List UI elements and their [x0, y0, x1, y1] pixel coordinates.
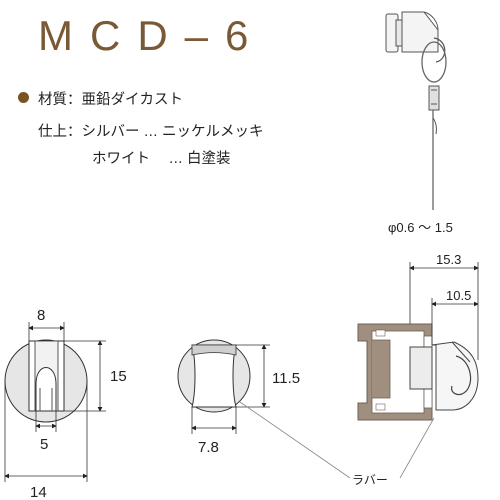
- bullet-dot-icon: [18, 92, 29, 103]
- finish-label: 仕上: [38, 124, 67, 140]
- front-view-dimensions: [4, 322, 106, 482]
- finish-option-white: ホワイト … 白塗装: [92, 151, 231, 167]
- rail-section-dimensions: [409, 262, 479, 360]
- material-row: 材質：亜鉛ダイカスト: [38, 92, 184, 108]
- finish-option-silver: シルバー … ニッケルメッキ: [81, 124, 264, 140]
- dim-front-width-top: 8: [37, 307, 45, 324]
- dim-front-width-total: 14: [30, 484, 47, 500]
- finish-row: 仕上：シルバー … ニッケルメッキ: [38, 124, 264, 140]
- rail-section-view: [357, 323, 479, 421]
- dim-rail-depth-total: 15.3: [436, 252, 461, 267]
- dim-side-width: 7.8: [198, 439, 219, 456]
- product-title: MCD–6: [38, 12, 266, 59]
- side-view: [177, 339, 251, 413]
- dim-side-height: 11.5: [272, 370, 300, 387]
- material-label: 材質: [38, 92, 67, 108]
- material-value: 亜鉛ダイカスト: [81, 92, 184, 108]
- rubber-label: ラバー: [352, 473, 388, 487]
- dim-rail-depth-inner: 10.5: [446, 288, 471, 303]
- dim-front-width-inner: 5: [40, 436, 48, 453]
- rubber-leader-lines: [239, 401, 435, 479]
- dim-front-height: 15: [110, 368, 127, 385]
- wire-diameter-label: φ0.6 〜 1.5: [388, 220, 453, 235]
- side-view-dimensions: [191, 344, 270, 434]
- hanger-with-wire-illustration: [385, 11, 447, 210]
- front-view: [4, 339, 88, 423]
